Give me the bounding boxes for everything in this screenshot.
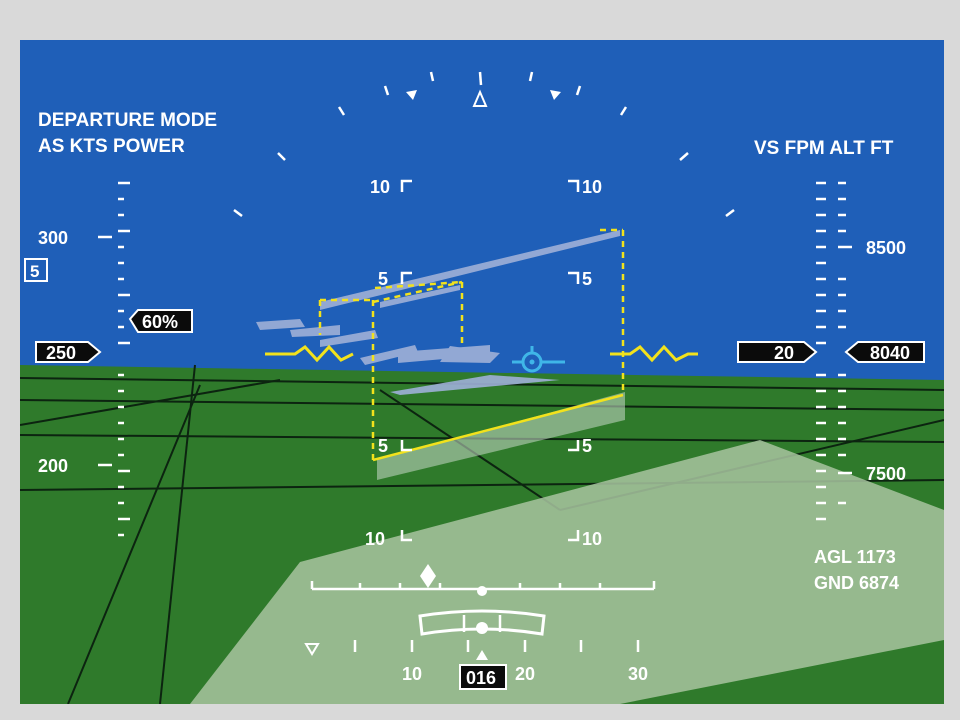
heading-tick-10: 10 [402, 664, 422, 684]
power-pointer [128, 309, 193, 333]
altitude-tape [816, 181, 852, 521]
power-readout: 60% [142, 312, 178, 332]
altitude-scale-7500: 7500 [866, 464, 906, 484]
airspeed-scale-300: 300 [38, 228, 68, 248]
altitude-scale-8500: 8500 [866, 238, 906, 258]
mode-line-1: DEPARTURE MODE [38, 110, 217, 131]
vertical-speed: 20 [774, 343, 794, 363]
vertical-speed-box [737, 341, 818, 363]
altitude-current-box [844, 341, 925, 363]
pitch-label-down5-right: 5 [582, 436, 592, 456]
lateral-center-dot [477, 586, 487, 596]
heading-current-box [459, 664, 507, 690]
heading-pointer [476, 650, 488, 660]
heading-tick-20: 20 [515, 664, 535, 684]
pitch-label-up5-left: 5 [378, 269, 388, 289]
airspeed-current-box [35, 341, 102, 363]
roll-scale [233, 71, 735, 217]
horizon-wing-left [265, 344, 354, 363]
pitch-label-up5-right: 5 [582, 269, 592, 289]
terrain-overlay [190, 440, 944, 704]
pitch-label-down5-left: 5 [378, 436, 388, 456]
heading-bug-icon [304, 643, 320, 656]
flight-path-marker [512, 346, 565, 373]
heading-current: 016 [466, 668, 496, 688]
pitch-label-down10-left: 10 [365, 529, 385, 549]
airspeed-current: 250 [46, 343, 76, 363]
airspeed-tape [98, 181, 130, 537]
heading-scale [353, 640, 640, 652]
flight-tunnel [318, 228, 625, 462]
airspeed-scale-200: 200 [38, 456, 68, 476]
roll-pointer-left [406, 90, 417, 100]
boxed-value-box [24, 258, 48, 282]
hud-display: 10 10 5 5 5 5 10 10 DEPARTURE MODE AS KT… [20, 40, 944, 704]
pitch-label-down10-right: 10 [582, 529, 602, 549]
altitude-current: 8040 [870, 343, 910, 363]
pathway-slabs [256, 230, 620, 395]
horizon-wing-right [610, 344, 698, 363]
slip-indicator [418, 609, 546, 636]
right-header: VS FPM ALT FT [754, 138, 894, 159]
slip-ball [476, 622, 488, 634]
pitch-label-up10-left: 10 [370, 177, 390, 197]
gnd-readout: GND 6874 [814, 573, 899, 593]
pitch-ladder [400, 179, 580, 542]
agl-readout: AGL 1173 [814, 547, 896, 567]
roll-pointer-right [550, 90, 561, 100]
bank-indicator-icon [472, 89, 488, 107]
tunnel-floor-shade [377, 392, 625, 480]
heading-tick-30: 30 [628, 664, 648, 684]
lateral-deviation-diamond [420, 564, 436, 588]
boxed-value: 5 [30, 262, 39, 281]
pitch-label-up10-right: 10 [582, 177, 602, 197]
mode-line-2: AS KTS POWER [38, 136, 185, 157]
